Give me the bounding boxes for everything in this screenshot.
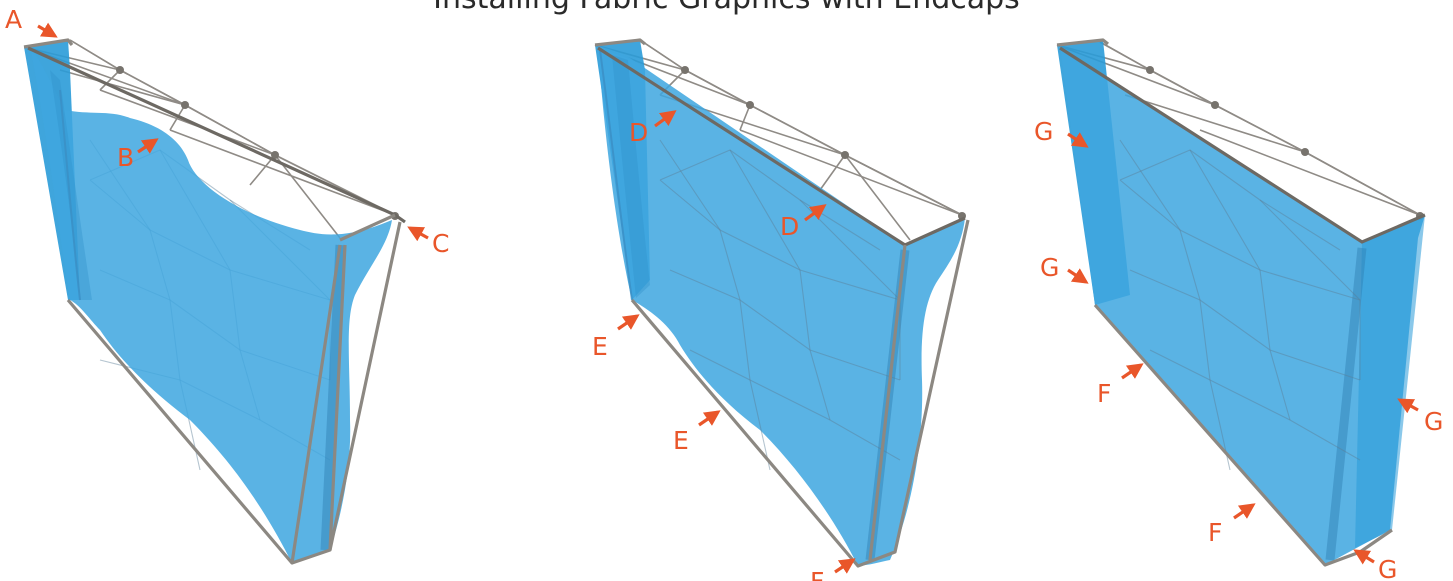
label-f: F	[810, 567, 824, 581]
callout-arrows	[37, 22, 1419, 574]
label-d-1: D	[629, 118, 648, 147]
arrow-g-1	[1067, 132, 1089, 148]
label-f-2: F	[1208, 518, 1222, 547]
arrow-f	[834, 558, 856, 574]
arrow-e-2	[698, 410, 721, 427]
panel-3-frame-display	[1056, 38, 1426, 567]
label-g-3: G	[1424, 407, 1443, 436]
label-a: A	[5, 5, 22, 34]
label-c: C	[432, 229, 449, 258]
arrow-d-1	[654, 110, 677, 128]
panel-2-frame-display	[594, 38, 970, 568]
panel-3-truss	[1056, 41, 1424, 220]
label-g-4: G	[1378, 555, 1397, 581]
arrow-b	[137, 138, 159, 154]
label-e-2: E	[673, 426, 689, 455]
callout-labels: A B C D D E E F G G F F G G	[5, 5, 1443, 581]
label-f-1: F	[1097, 379, 1111, 408]
panel-3-fabric-graphic	[1060, 46, 1425, 565]
arrow-f-2	[1233, 503, 1256, 520]
arrow-g-2	[1067, 268, 1089, 284]
panel-2-truss	[594, 39, 966, 241]
label-b: B	[117, 143, 134, 172]
panel-2-fabric-graphic	[598, 46, 965, 566]
arrow-g-4	[1353, 549, 1375, 565]
label-e-1: E	[592, 332, 608, 361]
panel-1-frame-display	[23, 38, 406, 565]
arrow-e-1	[617, 314, 640, 331]
label-g-2: G	[1040, 253, 1059, 282]
label-d-2: D	[780, 212, 799, 241]
arrow-a	[37, 22, 58, 38]
diagram-title: Installing Fabric Graphics with Endcaps	[0, 0, 1453, 16]
arrow-f-1	[1121, 363, 1144, 380]
arrow-g-3	[1397, 398, 1419, 414]
panel-1-fabric-graphic	[30, 46, 392, 563]
panel-3-endcap-fabric-right	[1355, 215, 1425, 548]
label-g-1: G	[1034, 117, 1053, 146]
arrow-d-2	[804, 204, 827, 222]
arrow-c	[407, 226, 429, 242]
